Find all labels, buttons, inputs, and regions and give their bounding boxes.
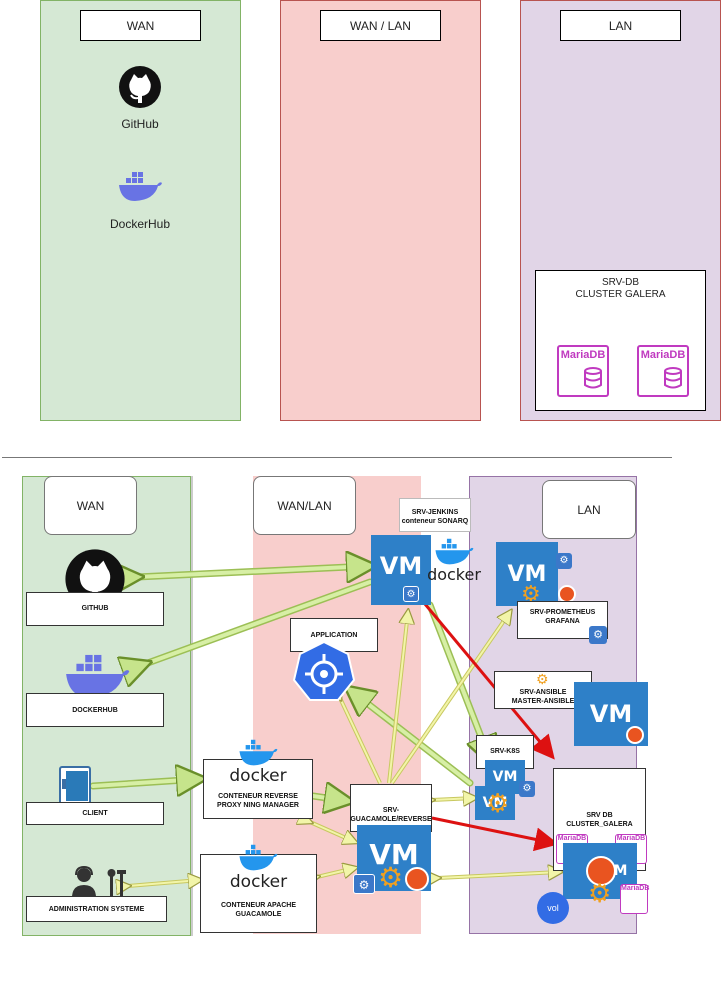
top-lan-title: LAN (560, 10, 681, 41)
jenkins-vm-icon: VM (371, 535, 431, 605)
top-srvdb-line2: CLUSTER GALERA (575, 289, 666, 300)
mariadb-label: MariaDB (640, 349, 686, 361)
mariadb-icon: MariaDB (620, 884, 650, 914)
kubernetes-icon (292, 640, 356, 701)
bottom-lan-title: LAN (542, 480, 636, 539)
bottom-gap-zone (191, 476, 193, 936)
dockerhub-box (26, 693, 164, 727)
ansible-line1: SRV-ANSIBLE (519, 689, 567, 696)
guacamole-line2: GUACAMOLE/REVERSE (350, 816, 432, 823)
mariadb-label: MariaDB (557, 835, 587, 842)
jenkins-line2: conteneur SONARQ (401, 518, 469, 525)
docker-icon (66, 654, 130, 698)
admin-label: ADMINISTRATION SYSTEME (48, 906, 145, 913)
mariadb-label: MariaDB (616, 835, 646, 842)
admin-box (26, 896, 167, 922)
docker-icon (435, 538, 474, 565)
gear-icon: ⚙ (536, 671, 549, 687)
github-icon (119, 66, 161, 108)
srvdb-line1: SRV DB (586, 812, 613, 819)
client-label: CLIENT (82, 810, 108, 817)
guacamole-box (350, 784, 432, 832)
gear-icon: ⚙ (378, 862, 404, 893)
ubuntu-icon (586, 856, 616, 886)
top-wanlan-zone (280, 0, 481, 421)
top-dockerhub-label: DockerHub (109, 217, 171, 231)
prometheus-line1: SRV-PROMETHEUS (529, 609, 596, 616)
kubernetes-icon: ⚙ (556, 553, 572, 569)
kubernetes-icon: ⚙ (589, 626, 607, 644)
github-box (26, 592, 164, 626)
separator-line (2, 457, 672, 458)
bottom-wanlan-title: WAN/LAN (253, 476, 356, 535)
admin-user-icon (72, 866, 126, 898)
k8s-label: SRV-K8S (490, 748, 520, 755)
prometheus-vm-icon: VM (496, 542, 558, 606)
bottom-wan-title: WAN (44, 476, 137, 535)
apache-docker-text: docker (229, 872, 288, 892)
ansible-line2: MASTER-ANSIBLE (511, 698, 575, 705)
proxy-docker-text: docker (229, 766, 287, 786)
docker-icon (239, 739, 278, 766)
top-srvdb-line1: SRV-DB (601, 277, 640, 288)
srvdb-line2: CLUSTER_GALERA (566, 821, 633, 828)
volume-label: vol (547, 903, 559, 913)
mariadb-icon: MariaDB (557, 345, 609, 397)
kubernetes-icon: ⚙ (403, 586, 419, 602)
top-github-label: GitHub (121, 117, 159, 131)
jenkins-docker-text: docker (427, 565, 481, 584)
kubernetes-icon: ⚙ (353, 874, 375, 894)
application-label: APPLICATION (310, 632, 358, 639)
prometheus-vm-text: VM (507, 561, 547, 587)
github-label: GITHUB (81, 605, 109, 612)
jenkins-vm-text: VM (379, 552, 423, 580)
prometheus-line2: GRAFANA (545, 618, 580, 625)
gear-icon: ⚙ (588, 878, 612, 908)
ubuntu-icon (626, 726, 644, 744)
mariadb-label: MariaDB (621, 885, 650, 892)
gear-icon: ⚙ (521, 581, 541, 606)
gear-icon: ⚙ (486, 788, 510, 818)
docker-icon (119, 172, 162, 201)
client-box (26, 802, 164, 825)
jenkins-label-box (399, 498, 471, 532)
top-wanlan-title: WAN / LAN (320, 10, 441, 41)
ansible-vm-text: VM (589, 700, 633, 728)
guacamole-vm-text: VM (369, 837, 419, 871)
k8s-vm-text-2: VM (482, 795, 508, 811)
proxy-box (203, 759, 313, 819)
k8s-vm-text: VM (492, 769, 518, 785)
kubernetes-icon: ⚙ (519, 781, 535, 797)
dockerhub-label: DOCKERHUB (72, 707, 118, 714)
k8s-vm-icon-2: VM (475, 786, 515, 820)
proxy-line2: PROXY NING MANAGER (217, 802, 299, 809)
volume-icon: vol (537, 892, 569, 924)
apache-line1: CONTENEUR APACHE (220, 902, 297, 909)
docker-icon (239, 844, 278, 871)
mariadb-icon: MariaDB (637, 345, 689, 397)
mariadb-label: MariaDB (560, 349, 606, 361)
apache-line2: GUACAMOLE (235, 911, 282, 918)
guacamole-line1: SRV- (382, 807, 400, 814)
jenkins-line1: SRV-JENKINS (411, 509, 459, 516)
ubuntu-icon (405, 867, 429, 891)
top-wan-title: WAN (80, 10, 201, 41)
proxy-line1: CONTENEUR REVERSE (218, 793, 298, 800)
